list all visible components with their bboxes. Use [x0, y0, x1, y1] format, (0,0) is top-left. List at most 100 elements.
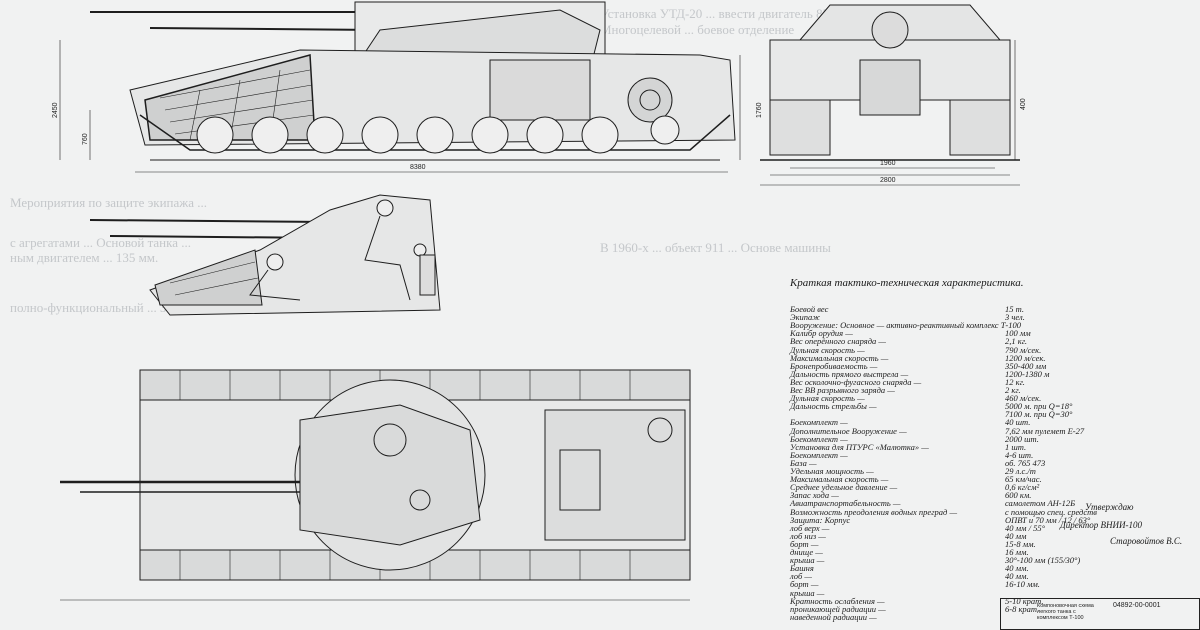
- spec-row-label: борт —: [790, 579, 819, 590]
- background-text-line: ным двигателем ... 135 мм.: [10, 250, 159, 265]
- spec-row-label: Кратность ослабления —: [790, 595, 885, 606]
- spec-row-label: Возможность преодоления водных преград —: [790, 506, 958, 517]
- spec-row-value: 4-6 шт.: [1005, 449, 1034, 460]
- spec-row-value: самолетом АН-12Б: [1005, 498, 1076, 509]
- spec-row-value: об. 765 473: [1005, 457, 1046, 468]
- spec-title: Краткая тактико-техническая характеристи…: [790, 277, 1024, 289]
- front-track2-dim: 2800: [880, 177, 896, 184]
- spec-row-value: 15 т.: [1005, 304, 1024, 314]
- spec-row-label: Бронепробиваемость —: [790, 360, 878, 371]
- spec-row-label: Вес оперённого снаряда —: [790, 336, 886, 347]
- spec-row-value: 2000 шт.: [1005, 433, 1039, 444]
- spec-row-value: 16 мм.: [1005, 547, 1029, 557]
- spec-row-label: лоб верх —: [790, 522, 830, 533]
- spec-row-value: 790 м/сек.: [1005, 344, 1042, 355]
- front-view-tank: [760, 4, 1020, 186]
- spec-row-value: 460 м/сек.: [1005, 393, 1042, 404]
- spec-row-label: Запас хода —: [790, 490, 839, 501]
- side-height-dim: 2450: [52, 102, 59, 118]
- spec-row-label: Боекомплект —: [790, 417, 848, 428]
- spec-row-label: Боекомплект —: [790, 449, 848, 460]
- spec-row-value: 40 мм.: [1005, 563, 1029, 574]
- spec-row-label: Максимальная скорость —: [790, 352, 889, 363]
- spec-row-label: Удельная мощность —: [790, 466, 874, 476]
- crew-cutaway-view: [89, 194, 441, 316]
- spec-row-value: 16-10 мм.: [1005, 579, 1040, 590]
- spec-row-label: крыша —: [790, 555, 825, 566]
- spec-row-value: 40 мм / 55°: [1005, 522, 1045, 533]
- spec-row-label: крыша —: [790, 587, 825, 598]
- spec-row-value: 350-400 мм: [1005, 360, 1047, 371]
- spec-row-value: 12 кг.: [1005, 376, 1025, 387]
- spec-row-value: 1200 м/сек.: [1005, 352, 1046, 363]
- spec-row-value: с помощью спец. средств: [1005, 506, 1097, 517]
- spec-row-label: Дульная скорость —: [790, 393, 865, 404]
- spec-row-label: Вооружение: Основное — активно-реактивны…: [790, 320, 1022, 331]
- spec-row-label: Вес ВВ разрывного заряда —: [790, 385, 895, 395]
- side-clearance-dim: 760: [82, 133, 89, 145]
- spec-row-value: 40 мм.: [1005, 571, 1029, 582]
- stamp-code: 04892-00-0001: [1113, 602, 1161, 609]
- top-view-tank: [60, 369, 691, 601]
- spec-row-value: 100 мм: [1005, 328, 1031, 339]
- side-length-dim: 8380: [410, 164, 426, 171]
- spec-row-value: 2,1 кг.: [1005, 336, 1028, 347]
- approval-title: Утверждаю: [1085, 502, 1134, 512]
- spec-row-value: ОПВТ и 70 мм / 12 / 63°: [1005, 514, 1091, 525]
- approval-sign: Старовойтов В.С.: [1110, 536, 1183, 546]
- spec-row-value: 600 км.: [1005, 490, 1032, 501]
- front-track1-dim: 1960: [880, 160, 896, 167]
- spec-row-value: 5-10 крат.: [1005, 595, 1044, 606]
- spec-row-label: Среднее удельное давление —: [790, 482, 898, 493]
- spec-row-label: Боекомплект —: [790, 433, 848, 444]
- spec-row-label: Калибр орудия —: [790, 328, 853, 339]
- background-text-line: Многоцелевой ... боевое отделение: [600, 22, 795, 37]
- spec-row-label: Авиатранспортабельность —: [790, 498, 901, 509]
- spec-row-label: Максимальная скорость —: [790, 474, 889, 485]
- spec-row-value: 40 шт.: [1005, 417, 1031, 428]
- spec-row-label: наведенной радиации —: [790, 611, 877, 622]
- approval-role: Директор ВНИИ-100: [1060, 520, 1143, 530]
- spec-row-label: днище —: [790, 547, 823, 557]
- spec-row-value: 30°-100 мм (155/30°): [1005, 555, 1081, 566]
- spec-row-label: проникающей радиации —: [790, 603, 886, 614]
- spec-row-label: лоб —: [790, 571, 812, 582]
- spec-row-label: борт —: [790, 538, 819, 549]
- spec-row-value: 3 чел.: [1005, 312, 1025, 323]
- spec-row-value: 2 кг.: [1005, 385, 1021, 395]
- spec-row-label: Защита: Корпус: [790, 514, 851, 525]
- spec-row-label: Башня: [790, 563, 814, 574]
- spec-row-label: Дальность стрельбы —: [790, 401, 877, 412]
- spec-row-label: Экипаж: [790, 312, 821, 323]
- spec-row-label: Дульная скорость —: [790, 344, 865, 355]
- spec-row-value: 1200-1380 м: [1005, 368, 1050, 379]
- side-view-tank: [59, 1, 741, 173]
- spec-row-value: 1 шт.: [1005, 441, 1027, 452]
- spec-row-label: База —: [790, 457, 817, 468]
- spec-row-value: 5000 м. при Q=18°: [1005, 401, 1073, 412]
- spec-row-label: Дальность прямого выстрела —: [790, 368, 909, 379]
- title-stamp: Компоновочная схема легкого танка с комп…: [1000, 598, 1200, 630]
- spec-row-value: 65 км/час.: [1005, 474, 1042, 485]
- spec-row-value: 7100 м. при Q=30°: [1005, 409, 1073, 420]
- background-text-line: В 1960-х ... объект 911 ... Основе машин…: [600, 240, 831, 255]
- spec-row-label: Дополнительное Вооружение —: [790, 425, 907, 436]
- spec-row-label: Вес осколочно-фугасного снаряда —: [790, 376, 922, 387]
- spec-row-label: Боевой вес: [790, 304, 829, 314]
- spec-row-value: 6-8 крат.: [1005, 603, 1040, 614]
- background-text-line: Установка УТД-20 ... ввести двигатель 85…: [600, 6, 858, 21]
- spec-row-label: лоб низ —: [790, 530, 826, 541]
- front-ground-dim: 400: [1020, 98, 1027, 110]
- spec-row-value: 7,62 мм пулемет Е-27: [1005, 425, 1085, 436]
- spec-row-value: 40 мм: [1005, 530, 1027, 541]
- spec-row-value: 0,6 кг/см²: [1005, 482, 1040, 493]
- background-text-line: с агрегатами ... Основой танка ...: [10, 235, 192, 250]
- spec-row-label: Установка для ПТУРС «Малютка» —: [790, 441, 929, 452]
- stamp-name: Компоновочная схема легкого танка с комп…: [1037, 603, 1094, 621]
- spec-row-value: 29 л.с./т: [1005, 466, 1036, 476]
- spec-row-value: 15-8 мм.: [1005, 538, 1036, 549]
- front-height-dim: 1760: [756, 102, 763, 118]
- background-text-line: Мероприятия по защите экипажа ...: [10, 195, 208, 210]
